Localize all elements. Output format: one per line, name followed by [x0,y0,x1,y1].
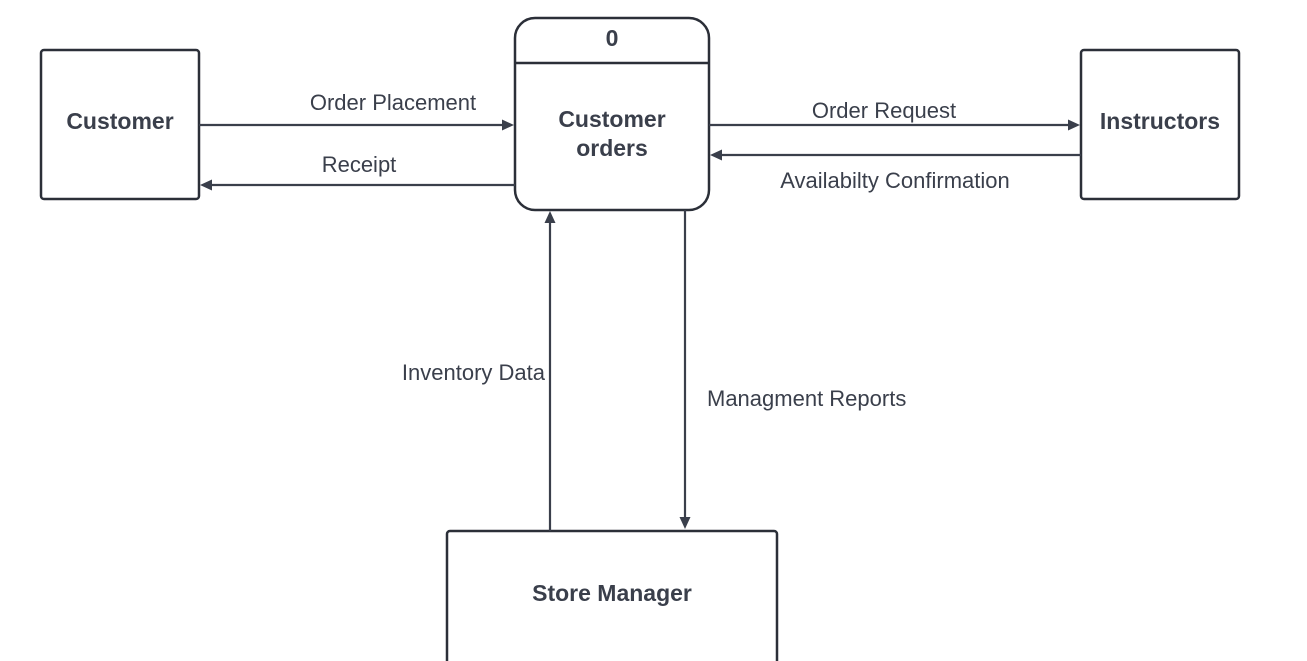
entity-customer[interactable]: Customer [39,48,201,201]
flow-order-placement[interactable]: Order Placement [199,90,514,131]
process-name-line1: Customer [558,106,665,132]
flow-inventory-data[interactable]: Inventory Data [402,211,556,531]
flow-management-reports-label: Managment Reports [707,386,906,411]
entity-store-manager[interactable]: Store Manager [445,529,779,661]
flow-availability-confirmation[interactable]: Availabilty Confirmation [710,149,1081,194]
flow-management-reports-arrow [679,517,691,529]
flow-order-placement-label: Order Placement [310,90,476,115]
process-customer-orders[interactable]: 0 Customer orders [513,16,711,212]
flow-receipt[interactable]: Receipt [200,152,515,191]
flow-availability-confirmation-label: Availabilty Confirmation [780,168,1009,193]
entity-instructors-label: Instructors [1100,108,1220,134]
flow-availability-confirmation-arrow [710,149,722,161]
flow-receipt-arrow [200,179,212,191]
entity-instructors-box [1079,48,1241,201]
entity-store-manager-box [445,529,779,661]
flow-order-request[interactable]: Order Request [709,98,1080,131]
flow-management-reports[interactable]: Managment Reports [679,210,907,529]
flow-receipt-label: Receipt [322,152,397,177]
flow-inventory-data-label: Inventory Data [402,360,546,385]
flow-order-placement-arrow [502,119,514,131]
process-name-line2: orders [576,135,648,161]
flow-order-request-label: Order Request [812,98,956,123]
flow-order-request-arrow [1068,119,1080,131]
process-box [513,16,711,212]
entity-store-manager-label: Store Manager [532,580,692,606]
entity-instructors[interactable]: Instructors [1079,48,1241,201]
entity-customer-label: Customer [66,108,173,134]
flow-inventory-data-arrow [544,211,556,223]
process-id: 0 [606,25,619,51]
